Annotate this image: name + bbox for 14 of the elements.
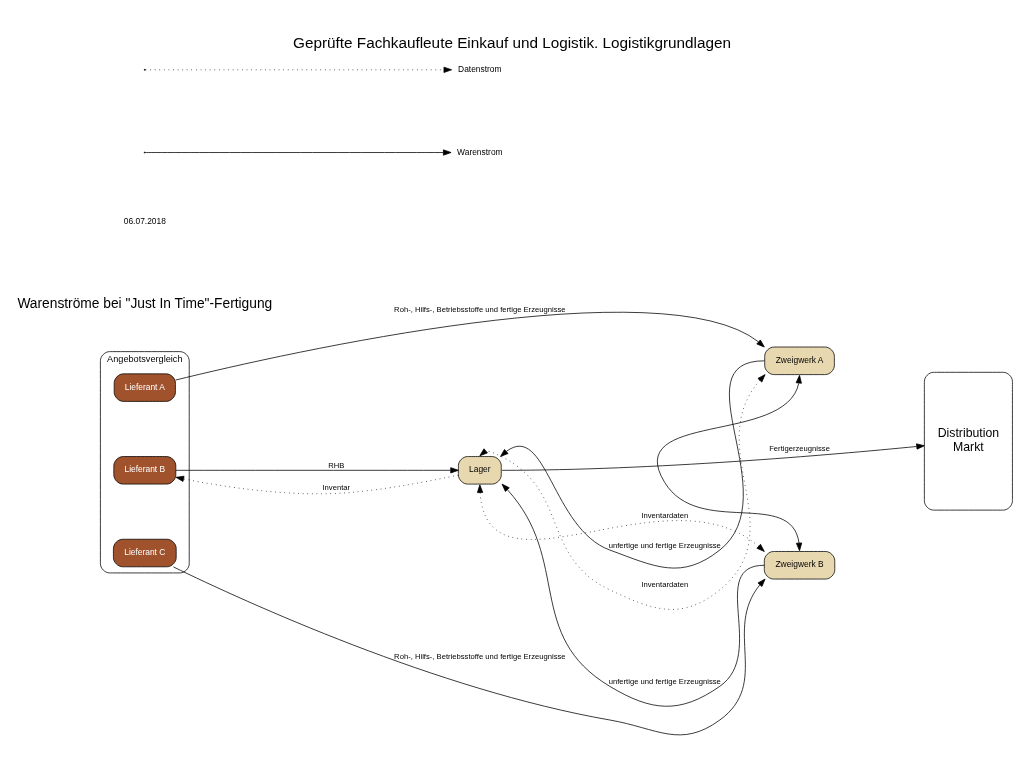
edge-label: Inventardaten — [641, 510, 689, 520]
label: 06.07.2018 — [123, 216, 166, 227]
label: Warenströme bei "Just In Time"-Fertigung — [17, 296, 273, 312]
edge-label: Inventar — [322, 483, 351, 493]
legend-label: Datenstrom — [458, 63, 502, 74]
edge-label: Fertigerzeugnisse — [769, 444, 830, 454]
edge-label: Roh-, Hilfs-, Betriebsstoffe und fertige Erzeugnisse — [394, 652, 566, 662]
edge-label: unfertige und fertige Erzeugnisse — [608, 540, 721, 550]
edge-label: unfertige und fertige Erzeugnisse — [608, 676, 721, 686]
diagram-title: Geprüfte Fachkaufleute Einkauf und Logistik. Logistikgrundlagen — [293, 34, 731, 52]
edge-label: Inventardaten — [641, 580, 689, 590]
legend-label: Warenstrom — [457, 146, 503, 157]
edge-label: Roh-, Hilfs-, Betriebsstoffe und fertige Erzeugnisse — [394, 304, 566, 314]
edge-label: RHB — [328, 461, 345, 471]
